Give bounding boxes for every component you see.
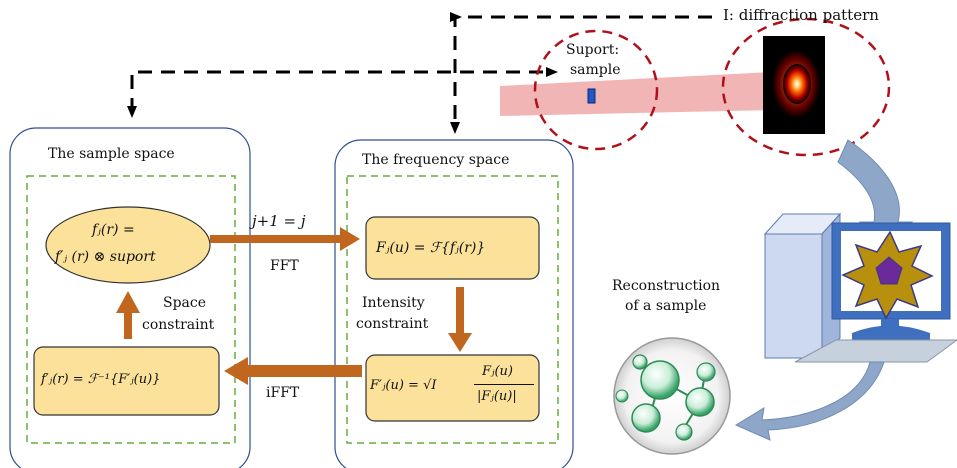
intensity-formula-numerator: Fⱼ(u): [482, 364, 513, 379]
feedback-arrowhead-top: [450, 12, 462, 22]
sample-constraint-line2: f′ⱼ (r) ⊗ suport: [55, 249, 156, 265]
iteration-label: j+1 = j: [252, 212, 306, 230]
intensity-arrow: [448, 287, 472, 352]
ifft-label: iFFT: [266, 385, 300, 401]
computer-icon: [763, 212, 957, 363]
fft-formula: Fⱼ(u) = ℱ{fⱼ(r)}: [376, 240, 486, 256]
fft-arrow: [210, 227, 360, 251]
space-constraint-line1: Space: [163, 295, 207, 311]
sample-object: [587, 88, 596, 104]
intensity-constraint-line1: Intensity: [362, 295, 425, 311]
reconstruction-image: [613, 337, 731, 455]
sample-constraint-ellipse: [45, 206, 211, 284]
feedback-label: I: diffraction pattern: [723, 6, 879, 24]
frequency-space-title: The frequency space: [362, 152, 510, 168]
inverse-fft-formula: f′ⱼ(r) = ℱ⁻¹{F′ⱼ(u)}: [41, 372, 161, 387]
support-label-line2: sample: [570, 62, 621, 78]
sample-space-title: The sample space: [48, 146, 175, 162]
frequency-space-panel: [334, 139, 574, 468]
feedback-arrowhead-freq: [450, 122, 460, 134]
feedback-arrowhead-sample: [127, 106, 137, 118]
orange-arrows: [116, 227, 472, 385]
diffraction-spot: [783, 64, 811, 104]
beam: [500, 72, 772, 116]
space-constraint-line2: constraint: [142, 317, 215, 333]
fft-label: FFT: [270, 258, 299, 274]
intensity-box: [365, 354, 540, 422]
space-arrow: [116, 291, 140, 339]
reconstruction-label-line1: Reconstruction: [612, 278, 721, 294]
intensity-formula-denominator: |Fⱼ(u)|: [477, 389, 517, 404]
frequency-space-dashed-frame: [346, 175, 559, 444]
intensity-constraint-line2: constraint: [356, 316, 429, 332]
sample-space-panel: [9, 127, 251, 468]
fft-box: [365, 216, 540, 280]
support-ellipse: [533, 29, 659, 151]
support-label-line1: Suport:: [566, 42, 620, 58]
sample-space-dashed-frame: [26, 175, 236, 444]
sample-constraint-line1: fⱼ(r) =: [92, 222, 135, 238]
curved-arrow-to-reconstruction: [734, 361, 885, 441]
diffraction-ellipse: [721, 17, 891, 157]
ifft-arrow: [224, 357, 362, 385]
intensity-formula-lhs: F′ⱼ(u) = √I: [370, 378, 437, 393]
intensity-fraction-bar: [474, 384, 534, 385]
inverse-fft-box: [33, 346, 220, 416]
feedback-arrowhead-support: [546, 67, 558, 77]
reconstruction-label-line2: of a sample: [625, 298, 707, 314]
